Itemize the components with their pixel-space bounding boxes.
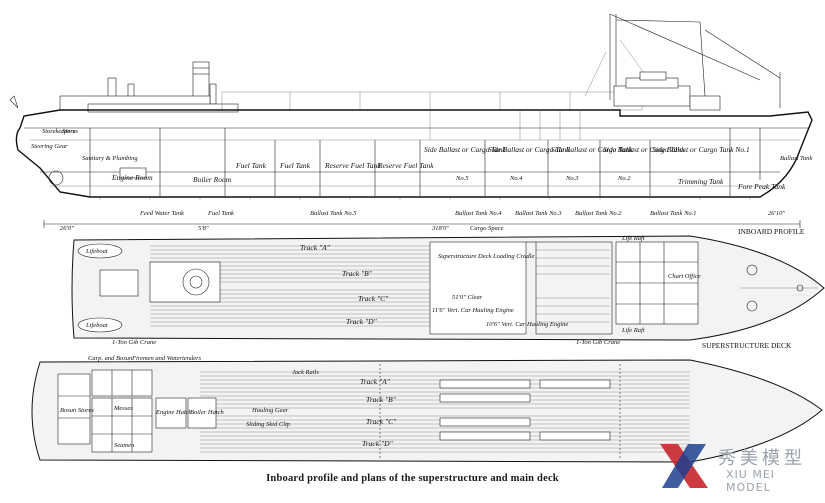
label-steering-gear: Steering Gear	[31, 143, 68, 150]
main-sliding-skid: Sliding Skid Clip	[246, 421, 291, 428]
super-vert-2: 10'6" Vert. Car Hauling Engine	[486, 321, 568, 328]
super-track-b: Track "B"	[342, 269, 373, 278]
label-no4: No.4	[509, 175, 523, 182]
label-cargo-space: Cargo Space	[470, 225, 504, 232]
label-sanitary: Sanitary & Plumbing	[82, 155, 138, 162]
superstructure-deck-plan: Track "A" Track "B" Track "C" Track "D" …	[71, 235, 825, 350]
main-track-b: Track "B"	[366, 395, 397, 404]
label-no3: No.3	[565, 175, 579, 182]
label-fuel: Fuel Tank	[207, 210, 234, 217]
label-ballast-2: Ballast Tank No.2	[575, 210, 622, 217]
super-crane: 1-Ton Gib Crane	[112, 339, 156, 346]
super-chart-office: Chart Office	[668, 273, 701, 280]
super-track-d: Track "D"	[346, 317, 378, 326]
main-bosun-stores: Bosun Stores	[60, 407, 94, 414]
main-jack-rails: Jack Rails	[292, 369, 319, 376]
label-ballast-cargo-5: Side Ballast or Cargo Tank No.1	[652, 145, 750, 154]
main-track-c: Track "C"	[366, 417, 397, 426]
superstructure-title: SUPERSTRUCTURE DECK	[702, 341, 792, 350]
super-track-c: Track "C"	[358, 294, 389, 303]
main-track-a: Track "A"	[360, 377, 391, 386]
label-feed-water: Feed Water Tank	[139, 210, 184, 217]
watermark-english: XIU MEI MODEL	[726, 468, 776, 494]
super-vert-1: 11'6" Vert. Car Hauling Engine	[432, 307, 514, 314]
label-engine-room: Engine Room	[111, 173, 153, 182]
label-reserve-1: Reserve Fuel Tank	[324, 161, 381, 170]
label-ballast-cargo-3: Side Ballast or Cargo Tank	[551, 145, 633, 154]
super-life-raft-1: Life Raft	[621, 235, 645, 242]
label-fuel-tank-1: Fuel Tank	[235, 161, 267, 170]
label-ballast-4: Ballast Tank No.4	[455, 210, 502, 217]
label-ballast-cargo-1: Side Ballast or Cargo Tank	[424, 145, 506, 154]
inboard-profile: Storekeepers Steering Gear Stores Sanita…	[9, 13, 813, 236]
super-track-a: Track "A"	[300, 243, 331, 252]
label-storekeepers: Storekeepers	[42, 128, 76, 135]
super-boat-1: Lifeboat	[85, 248, 108, 255]
label-ballast-tank: Ballast Tank	[780, 155, 813, 162]
main-track-d: Track "D"	[362, 439, 394, 448]
inboard-profile-title: INBOARD PROFILE	[738, 227, 805, 236]
super-clear: 51'0" Clear	[452, 294, 483, 301]
main-firemen: Firemen and Watertenders	[131, 355, 202, 362]
dim-fwd: 26'10"	[768, 210, 785, 217]
label-ballast-3: Ballast Tank No.3	[515, 210, 562, 217]
label-stores: Stores	[62, 128, 78, 135]
main-messes: Messes	[113, 405, 133, 412]
xiumei-logo-icon	[660, 444, 708, 488]
label-fuel-tank-2: Fuel Tank	[279, 161, 311, 170]
label-ballast-5: Ballast Tank No.5	[310, 210, 357, 217]
main-boiler-hatch: Boiler Hatch	[190, 409, 224, 416]
watermark-chinese: 秀美模型	[718, 448, 806, 469]
main-carp-bosun: Carp. and Bosun	[88, 355, 132, 362]
label-boiler-room: Boiler Room	[193, 175, 232, 184]
label-ballast-cargo-2: Side Ballast or Cargo Tank	[488, 145, 570, 154]
label-no5: No.5	[455, 175, 469, 182]
main-deck-plan: Carp. and Bosun Firemen and Watertenders…	[31, 355, 823, 463]
super-boat-2: Lifeboat	[85, 322, 108, 329]
dim-aft: 26'0"	[60, 225, 74, 232]
super-crane-2: 1-Ton Gib Crane	[576, 339, 620, 346]
super-loading-cradle: Superstructure Deck Loading Cradle	[438, 253, 534, 260]
figure-caption: Inboard profile and plans of the superst…	[266, 473, 559, 484]
main-engine-hatch: Engine Hatch	[155, 409, 192, 416]
dim-space: 318'0"	[431, 225, 449, 232]
label-ballast-cargo-4: Side Ballast or Cargo Tank	[603, 145, 685, 154]
label-reserve-2: Reserve Fuel Tank	[377, 161, 434, 170]
label-no2: No.2	[617, 175, 631, 182]
super-life-raft-2: Life Raft	[621, 327, 645, 334]
main-seamen: Seamen	[114, 442, 134, 449]
label-fore-peak: Fore Peak Tank	[737, 182, 786, 191]
main-hauling-gear: Hauling Gear	[251, 407, 289, 414]
watermark-logo: 秀美模型 XIU MEI MODEL	[656, 438, 821, 494]
label-ballast-1: Ballast Tank No.1	[650, 210, 697, 217]
dim-mid: 5'8"	[198, 225, 209, 232]
label-trimming-tank: Trimming Tank	[678, 177, 724, 186]
